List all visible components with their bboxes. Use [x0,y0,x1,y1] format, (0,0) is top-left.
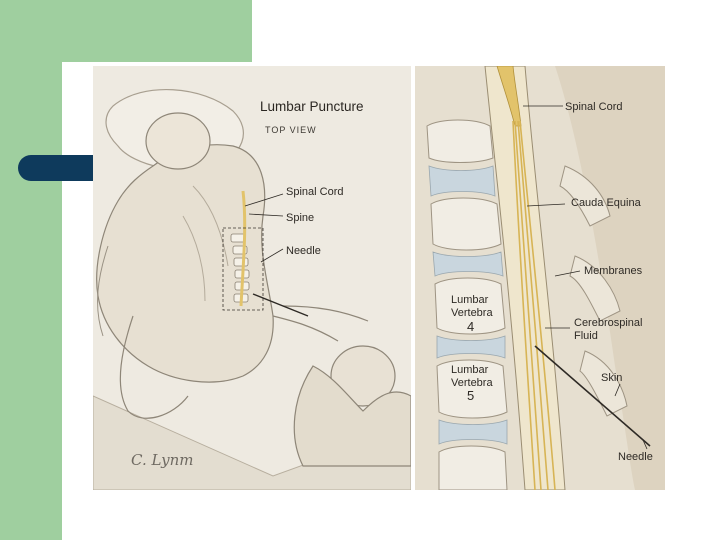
illustration-subtitle: TOP VIEW [265,124,317,136]
label-skin: Skin [601,372,622,384]
patient-sketch [93,66,411,490]
label-lumbar-5-line1: Lumbar [451,364,488,376]
label-needle-right: Needle [618,451,653,463]
label-lumbar-5-number: 5 [467,390,474,402]
label-cauda-equina: Cauda Equina [571,197,641,209]
doctor-arm [273,316,338,341]
label-csf-line2: Fluid [574,330,598,342]
green-band-left [0,0,62,540]
label-csf-line1: Cerebrospinal [574,317,642,329]
label-lumbar-4-number: 4 [467,321,474,333]
right-panel-spine-cross-section: Spinal Cord Cauda Equina Membranes Lumba… [415,66,665,490]
label-membranes: Membranes [584,265,642,277]
lumbar-puncture-illustration: Lumbar Puncture TOP VIEW Spinal Cord Spi… [93,66,665,490]
label-needle-left: Needle [286,245,321,257]
spine-cross-section-sketch [415,66,665,490]
label-lumbar-4-line2: Vertebra [451,307,493,319]
artist-signature: C. Lynm [131,454,194,466]
label-spinal-cord-right: Spinal Cord [565,101,622,113]
label-spinal-cord-left: Spinal Cord [286,186,343,198]
patient-head [146,113,210,169]
left-panel-patient-view: Lumbar Puncture TOP VIEW Spinal Cord Spi… [93,66,411,490]
label-lumbar-4-line1: Lumbar [451,294,488,306]
illustration-title: Lumbar Puncture [260,101,364,113]
label-spine: Spine [286,212,314,224]
